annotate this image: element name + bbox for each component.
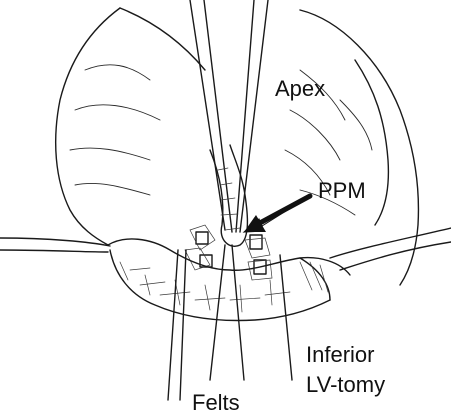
stay-suture-right-2 [340,242,451,270]
felt-pledget-1 [250,235,262,249]
label-felts: Felts [192,390,240,415]
retractor-right [240,0,268,232]
felt-thread-right [232,245,244,380]
stay-suture-left-2 [0,250,108,252]
label-inferior: Inferior [306,342,374,367]
stay-suture-left-1 [0,238,110,246]
label-apex: Apex [275,76,325,101]
heart-outline-right [300,10,418,285]
felt-pledget-3 [196,232,208,244]
heart-outline-left [56,8,120,245]
label-ppm: PPM [318,178,366,203]
stay-suture-right-1 [330,228,451,258]
label-lv-tomy: LV-tomy [306,372,385,397]
